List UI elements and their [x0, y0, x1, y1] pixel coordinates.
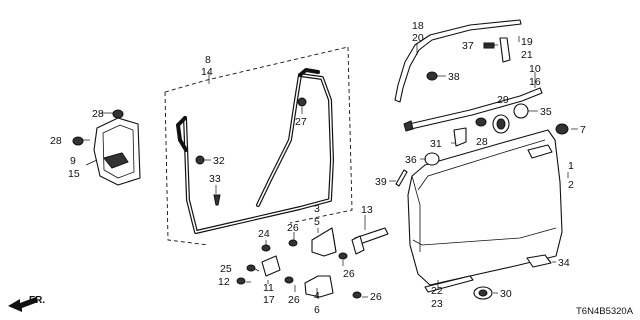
- callout-13: 13: [361, 204, 373, 216]
- callout-8: 8: [205, 54, 211, 66]
- callout-32: 32: [213, 155, 225, 167]
- front-direction-label: FR.: [29, 295, 45, 306]
- callout-24: 24: [258, 228, 270, 240]
- callout-labels: 1 2 3 4 5 6 7 8 9 10 11 12 13 14 15 16 1…: [50, 20, 586, 316]
- callout-23: 23: [431, 298, 443, 310]
- callout-19: 19: [521, 36, 533, 48]
- leader-lines: [83, 36, 578, 298]
- callout-31: 31: [430, 138, 442, 150]
- callout-18: 18: [412, 20, 424, 32]
- callout-27: 27: [295, 116, 307, 128]
- callout-7: 7: [580, 124, 586, 136]
- callout-2: 2: [568, 179, 574, 191]
- upper-hinge: [311, 227, 337, 257]
- callout-26-right: 26: [343, 268, 355, 280]
- callout-25: 25: [220, 263, 232, 275]
- callout-9: 9: [70, 155, 76, 167]
- callout-28-right: 28: [476, 136, 488, 148]
- callout-28-left: 28: [50, 135, 62, 147]
- callout-4: 4: [314, 290, 320, 302]
- callout-26-bottom-right: 26: [370, 291, 382, 303]
- corner-garnish: [499, 37, 511, 63]
- callout-33: 33: [209, 173, 221, 185]
- door-checker: [351, 227, 389, 255]
- hinge-bracket: [261, 255, 281, 277]
- door-outer-panel: [407, 129, 563, 286]
- door-sash-molding: [394, 19, 522, 103]
- callout-39: 39: [375, 176, 387, 188]
- callout-21: 21: [521, 49, 533, 61]
- callout-5: 5: [314, 216, 320, 228]
- callout-15: 15: [68, 168, 80, 180]
- callout-14: 14: [201, 66, 213, 78]
- callout-28-left-top: 28: [92, 108, 104, 120]
- callout-3: 3: [314, 203, 320, 215]
- callout-30: 30: [500, 288, 512, 300]
- callout-26-lower: 26: [288, 294, 300, 306]
- door-pocket-liner: [93, 117, 141, 186]
- callout-22: 22: [431, 285, 443, 297]
- callout-6: 6: [314, 304, 320, 316]
- callout-17: 17: [263, 294, 275, 306]
- callout-26-upper: 26: [287, 222, 299, 234]
- callout-37: 37: [462, 40, 474, 52]
- weatherstrip-group-frame: [164, 46, 353, 246]
- callout-12: 12: [218, 276, 230, 288]
- callout-29: 29: [497, 94, 509, 106]
- callout-38: 38: [448, 71, 460, 83]
- lower-hinge: [304, 275, 334, 298]
- callout-16: 16: [529, 76, 541, 88]
- callout-10: 10: [529, 63, 541, 75]
- callout-11: 11: [263, 282, 274, 294]
- door-weatherstrip: [176, 68, 334, 234]
- callout-1: 1: [568, 160, 574, 172]
- diagram-code: T6N4B5320A: [576, 306, 634, 317]
- callout-35: 35: [540, 106, 552, 118]
- front-direction-arrow: FR.: [8, 295, 45, 312]
- door-lower-strip: [424, 275, 474, 293]
- callout-20: 20: [412, 32, 424, 44]
- callout-34: 34: [558, 257, 570, 269]
- beltline-molding: [403, 87, 543, 132]
- callout-36: 36: [405, 154, 417, 166]
